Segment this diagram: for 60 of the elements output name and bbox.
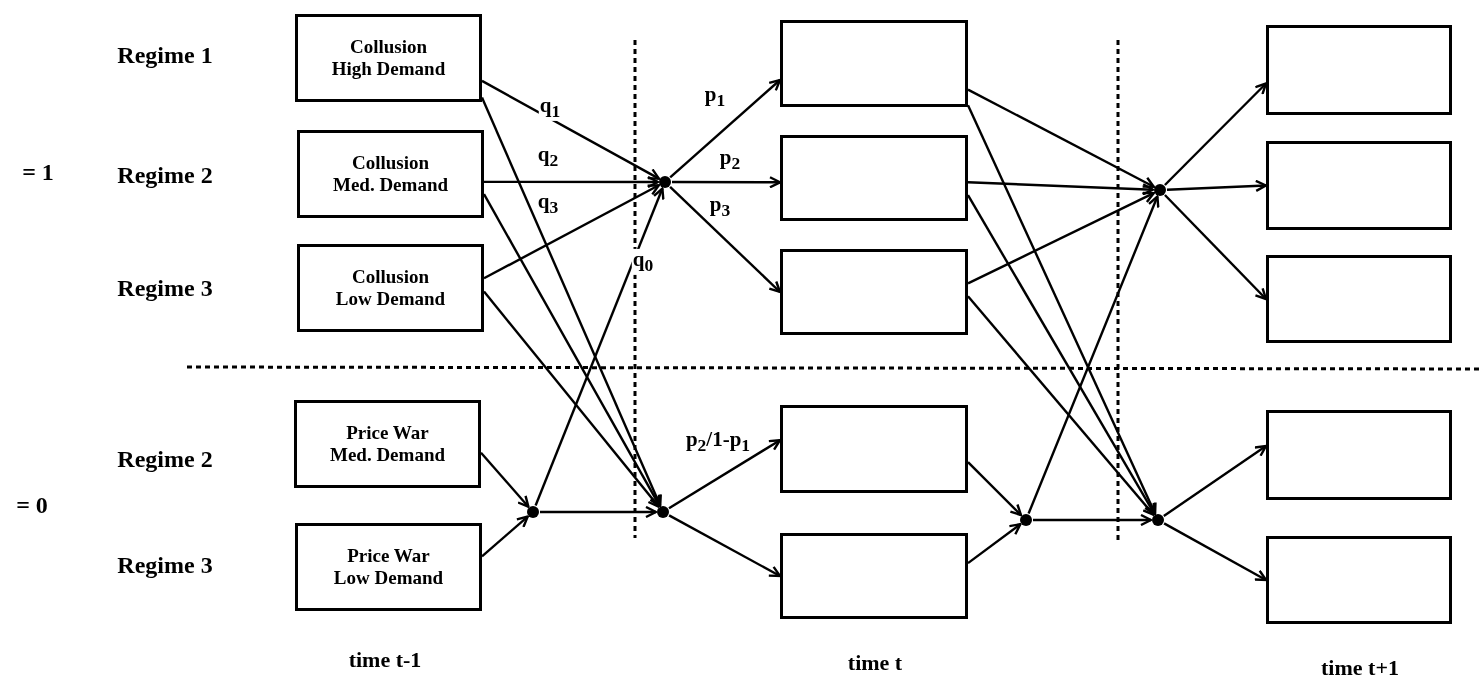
empty-state-box [780, 249, 968, 335]
arrow [483, 290, 660, 508]
junction-dot [1020, 514, 1032, 526]
arrow [669, 185, 782, 294]
arrow [481, 79, 661, 180]
arrow [1163, 522, 1268, 582]
arrow [672, 176, 782, 189]
arrow [967, 523, 1022, 565]
arrow [540, 505, 658, 519]
arrow [967, 88, 1155, 188]
regime-label: Regime 2 [117, 161, 213, 189]
arrow [967, 191, 1155, 285]
empty-state-box [780, 135, 968, 221]
junction-dot [1152, 514, 1164, 526]
time-label: time t-1 [348, 647, 422, 673]
state-value-label: = 0 [16, 491, 48, 519]
regime-label: Regime 2 [117, 445, 213, 473]
arrow [482, 193, 661, 508]
empty-state-box [780, 20, 968, 107]
arrow [967, 461, 1023, 517]
junction-dot [657, 506, 669, 518]
arrow [481, 515, 529, 558]
arrow [1164, 194, 1268, 301]
empty-state-box [780, 533, 968, 619]
state-box: Collusion Low Demand [297, 244, 484, 332]
empty-state-box [1266, 536, 1452, 624]
arrow [1027, 195, 1160, 514]
arrow [1163, 444, 1268, 517]
arrow [480, 452, 530, 508]
state-value-label: = 1 [22, 158, 54, 186]
time-label: time t+1 [1321, 655, 1399, 681]
empty-state-box [1266, 141, 1452, 230]
time-label: time t [847, 650, 903, 676]
state-box: Collusion High Demand [295, 14, 482, 102]
arrow [1033, 513, 1153, 527]
state-box: Price War Med. Demand [294, 400, 481, 488]
arrow [967, 295, 1155, 516]
empty-state-box [780, 405, 968, 493]
arrow [534, 187, 665, 506]
empty-state-box [1266, 255, 1452, 343]
arrow [484, 175, 660, 189]
empty-state-box [1266, 25, 1452, 115]
arrow [1166, 179, 1268, 193]
regime-label: Regime 1 [117, 41, 213, 69]
arrow [669, 78, 782, 179]
arrow [1164, 82, 1268, 186]
state-box: Collusion Med. Demand [297, 130, 484, 218]
regime-label: Regime 3 [117, 274, 213, 302]
regime-label: Regime 3 [117, 551, 213, 579]
arrow [967, 181, 1155, 196]
state-box: Price War Low Demand [295, 523, 482, 611]
junction-dot [659, 176, 671, 188]
junction-dot [1154, 184, 1166, 196]
junction-dot [527, 506, 539, 518]
arrow [668, 514, 782, 578]
empty-state-box [1266, 410, 1452, 500]
arrow [668, 439, 782, 510]
arrow [483, 184, 660, 280]
edge-label: q$_{0}$ [631, 248, 655, 276]
arrow [966, 194, 1156, 516]
